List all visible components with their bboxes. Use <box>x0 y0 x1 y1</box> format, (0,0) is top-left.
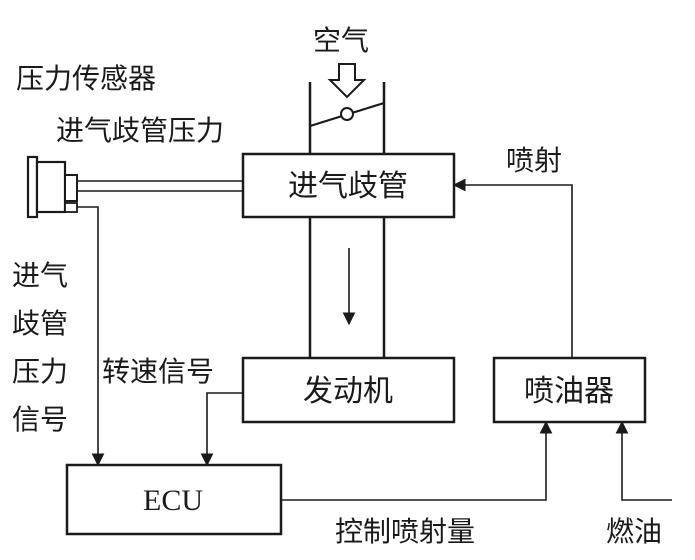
pressure-sensor-label: 压力传感器 <box>16 62 156 95</box>
injection-control-label: 控制喷射量 <box>335 515 475 548</box>
intake-manifold-box <box>241 152 456 219</box>
signal-label-line-1: 进气 <box>12 259 68 292</box>
injection-label: 喷射 <box>506 144 562 177</box>
air-intake-arrow-icon <box>327 63 367 99</box>
pressure-signal-wire <box>77 206 105 467</box>
speed-signal-label: 转速信号 <box>102 355 214 388</box>
pressure-sensor-icon <box>26 155 78 219</box>
ecu-label: ECU <box>143 484 203 517</box>
signal-label-line-3: 压力 <box>12 355 68 388</box>
throttle-pivot <box>340 107 354 121</box>
air-label: 空气 <box>313 24 369 57</box>
ecu-box <box>65 463 283 536</box>
injector-label: 喷油器 <box>524 374 614 409</box>
engine-label: 发动机 <box>303 374 393 409</box>
fuel-line <box>615 420 672 501</box>
engine-box <box>241 356 456 424</box>
signal-label-line-4: 信号 <box>12 403 68 436</box>
signal-label-line-2: 歧管 <box>12 307 68 340</box>
injection-control-wire <box>281 420 553 501</box>
injector-box <box>492 356 647 424</box>
fuel-label: 燃油 <box>606 515 662 548</box>
speed-signal-wire <box>200 392 243 467</box>
intake-pressure-label: 进气歧管压力 <box>56 114 224 147</box>
injection-line <box>452 178 573 358</box>
intake-manifold-label: 进气歧管 <box>288 169 408 204</box>
